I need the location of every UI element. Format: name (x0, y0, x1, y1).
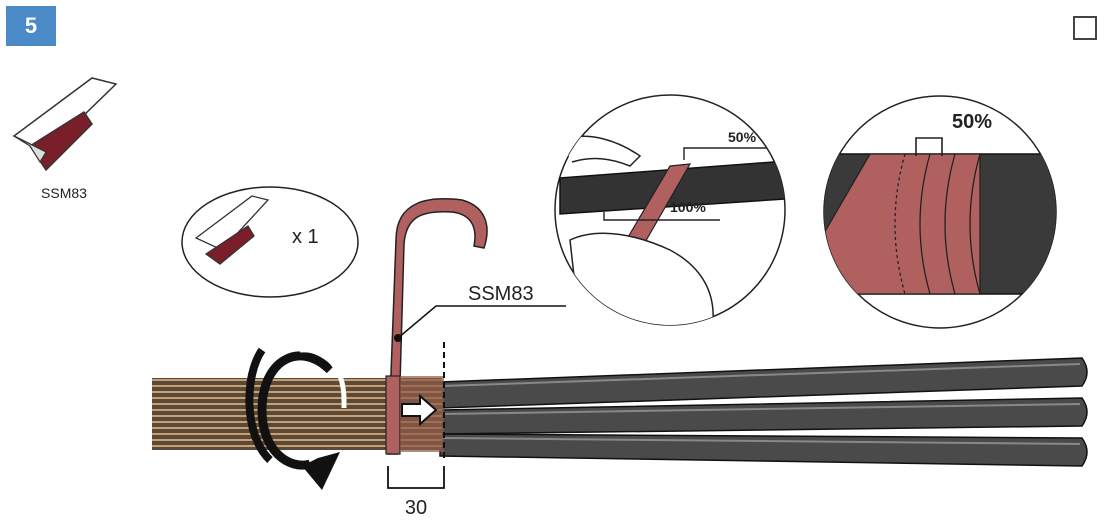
cable-cores (439, 357, 1088, 467)
move-direction-arrow-icon (401, 393, 438, 427)
step-number-badge: 5 (6, 6, 56, 46)
detail-stretch-stretch-label: 100% (670, 199, 706, 215)
dimension-marker (387, 466, 445, 489)
detail-stretch-overlap-label: 50% (728, 129, 757, 145)
quantity-label: x 1 (292, 226, 319, 248)
tape-package-icon (12, 77, 118, 172)
detail-stretch-tape: 50% 100% (554, 94, 786, 326)
detail-overlap-label: 50% (952, 111, 992, 133)
dimension-value: 30 (405, 497, 427, 519)
tape-callout (394, 305, 566, 342)
quantity-ellipse: x 1 (181, 186, 359, 298)
wrap-direction-arrow-icon (245, 347, 347, 490)
tape-callout-label: SSM83 (468, 283, 534, 305)
material-code-label: SSM83 (41, 185, 87, 201)
step-complete-checkbox[interactable] (1073, 16, 1097, 40)
detail-overlap-tape: 50% (823, 95, 1057, 329)
